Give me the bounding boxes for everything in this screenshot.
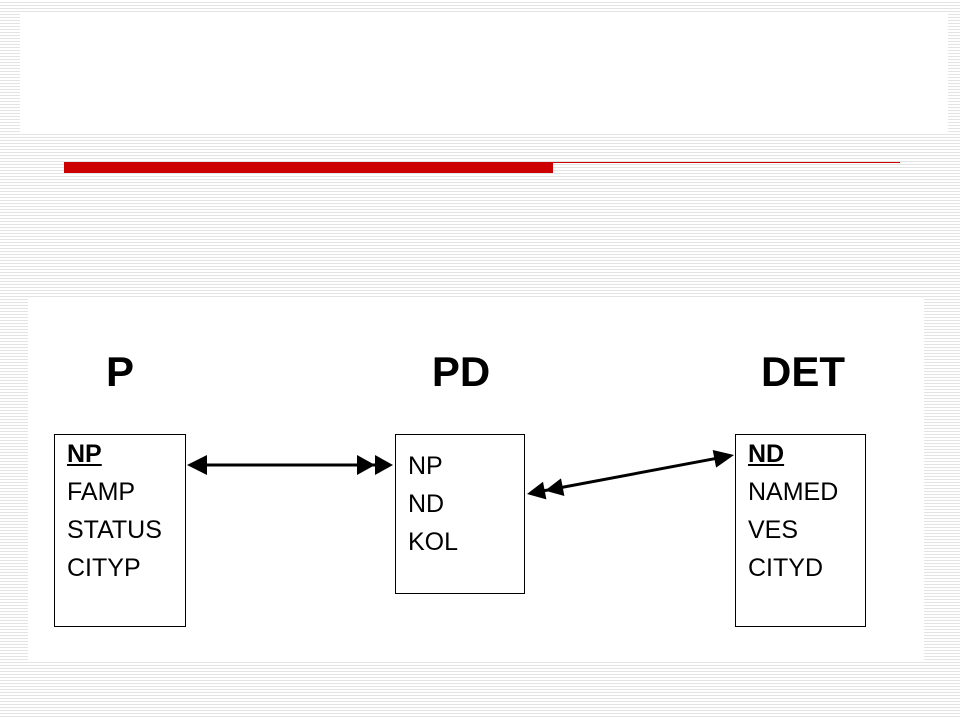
entity-title-pd: PD xyxy=(431,348,491,395)
entity-box-pd: NP ND KOL xyxy=(395,434,525,594)
entity-field: VES xyxy=(748,516,799,544)
entity-field: NAMED xyxy=(748,478,839,506)
entity-title-p: P xyxy=(105,348,134,395)
entity-key-field: ND xyxy=(748,440,785,468)
entity-field: KOL xyxy=(408,528,459,556)
entity-field: NP xyxy=(408,452,443,480)
entity-field: CITYD xyxy=(748,554,823,582)
entity-field: STATUS xyxy=(67,516,162,544)
entity-field: CITYP xyxy=(67,554,141,582)
entity-key-field: NP xyxy=(67,440,102,468)
slide-title-area xyxy=(20,12,948,132)
entity-field: ND xyxy=(408,490,445,518)
entity-field: FAMP xyxy=(67,478,136,506)
accent-line xyxy=(553,162,900,163)
entity-title-det: DET xyxy=(761,348,845,395)
entity-box-det: ND NAMED VES CITYD xyxy=(735,434,866,627)
accent-bar xyxy=(64,162,553,173)
entity-box-p: NP FAMP STATUS CITYP xyxy=(54,434,186,627)
